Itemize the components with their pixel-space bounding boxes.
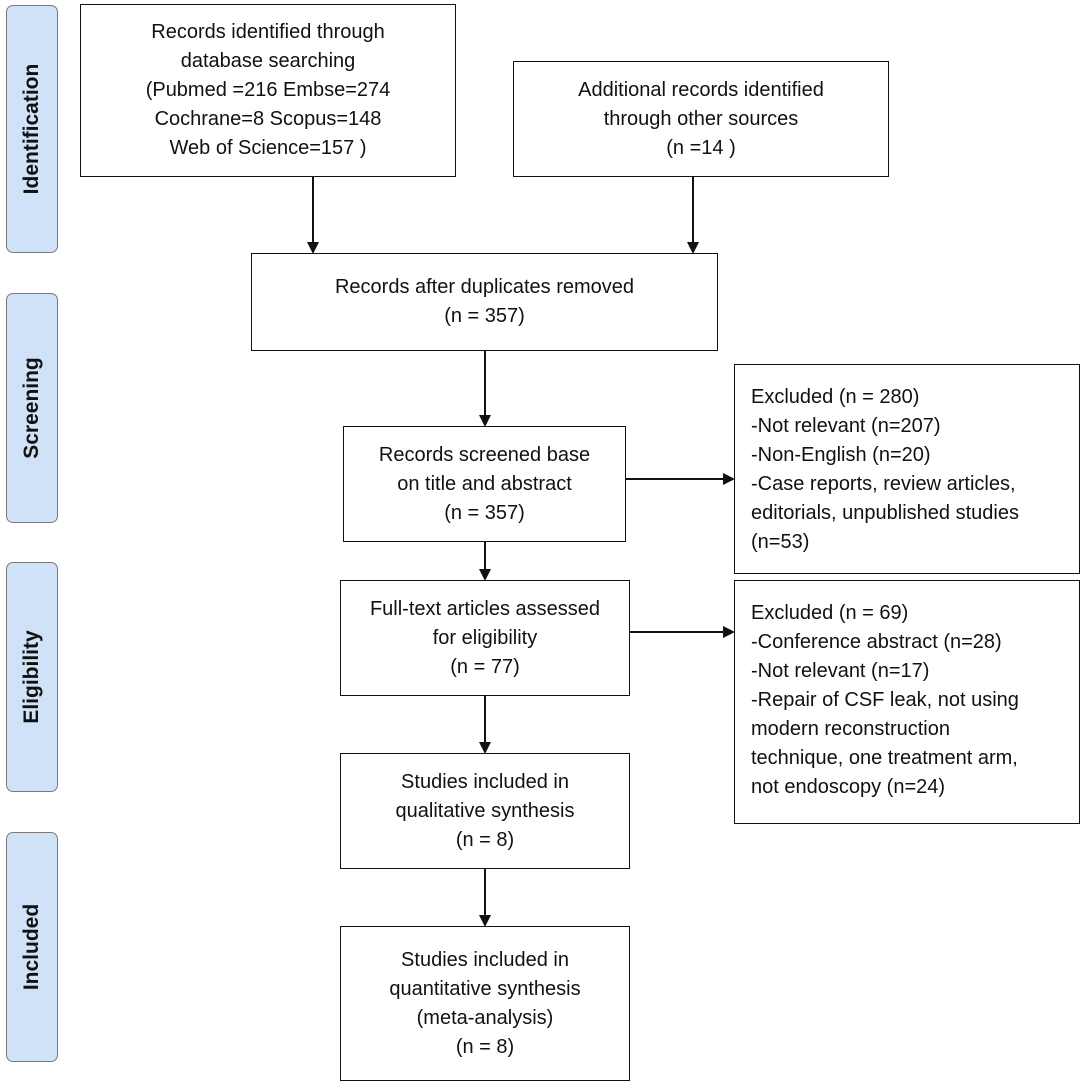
records-screened-box: Records screened base on title and abstr…	[343, 426, 626, 542]
stage-label-included-text: Included	[20, 903, 43, 991]
box-line: not endoscopy (n=24)	[751, 776, 946, 798]
database-records-box: Records identified through database sear…	[80, 4, 456, 177]
box-line: (n = 8)	[455, 1035, 515, 1058]
box-line: (n = 8)	[455, 828, 515, 851]
box-line: for eligibility	[432, 626, 538, 649]
box-line: (Pubmed =216 Embse=274	[145, 79, 391, 101]
stage-label-identification: Identification	[6, 5, 58, 253]
box-line: Records screened base	[378, 443, 591, 466]
fulltext-assessed-box: Full-text articles assessed for eligibil…	[340, 580, 630, 696]
box-line: Cochrane=8 Scopus=148	[154, 108, 382, 130]
box-line: -Case reports, review articles,	[751, 473, 1016, 495]
box-line: (meta-analysis)	[416, 1006, 554, 1029]
duplicates-removed-box: Records after duplicates removed (n = 35…	[251, 253, 718, 351]
stage-label-identification-text: Identification	[20, 63, 43, 195]
box-line: Web of Science=157 )	[169, 137, 367, 159]
box-line: -Conference abstract (n=28)	[751, 631, 1002, 653]
box-line: (n =14 )	[666, 136, 736, 159]
stage-label-included: Included	[6, 832, 58, 1062]
box-line: technique, one treatment arm,	[751, 747, 1018, 769]
box-line: modern reconstruction	[751, 718, 950, 740]
box-line: editorials, unpublished studies	[751, 502, 1019, 524]
box-line: (n=53)	[751, 531, 810, 553]
box-line: (n = 77)	[450, 655, 520, 678]
box-line: qualitative synthesis	[395, 799, 575, 822]
box-line: Records identified through	[151, 21, 385, 43]
stage-label-screening-text: Screening	[20, 357, 43, 459]
additional-records-box: Additional records identified through ot…	[513, 61, 889, 177]
box-line: Full-text articles assessed	[369, 597, 601, 620]
box-line: -Not relevant (n=17)	[751, 660, 930, 682]
qualitative-synthesis-box: Studies included in qualitative synthesi…	[340, 753, 630, 869]
box-line: quantitative synthesis	[389, 977, 581, 1000]
box-line: -Not relevant (n=207)	[751, 415, 941, 437]
stage-label-screening: Screening	[6, 293, 58, 523]
box-line: -Non-English (n=20)	[751, 444, 931, 466]
box-line: Additional records identified	[578, 78, 824, 101]
excluded-eligibility-box: Excluded (n = 69) -Conference abstract (…	[734, 580, 1080, 824]
box-line: Studies included in	[401, 948, 569, 971]
box-line: Excluded (n = 69)	[751, 602, 909, 624]
box-line: Excluded (n = 280)	[751, 386, 920, 408]
stage-label-eligibility-text: Eligibility	[20, 630, 43, 724]
box-line: -Repair of CSF leak, not using	[751, 689, 1019, 711]
box-line: Records after duplicates removed	[334, 276, 635, 298]
quantitative-synthesis-box: Studies included in quantitative synthes…	[340, 926, 630, 1081]
excluded-screening-box: Excluded (n = 280) -Not relevant (n=207)…	[734, 364, 1080, 574]
box-line: (n = 357)	[444, 305, 525, 327]
box-line: (n = 357)	[444, 501, 525, 524]
stage-label-eligibility: Eligibility	[6, 562, 58, 792]
box-line: on title and abstract	[397, 472, 572, 495]
box-line: database searching	[180, 50, 356, 72]
box-line: through other sources	[603, 107, 799, 130]
box-line: Studies included in	[401, 770, 569, 793]
